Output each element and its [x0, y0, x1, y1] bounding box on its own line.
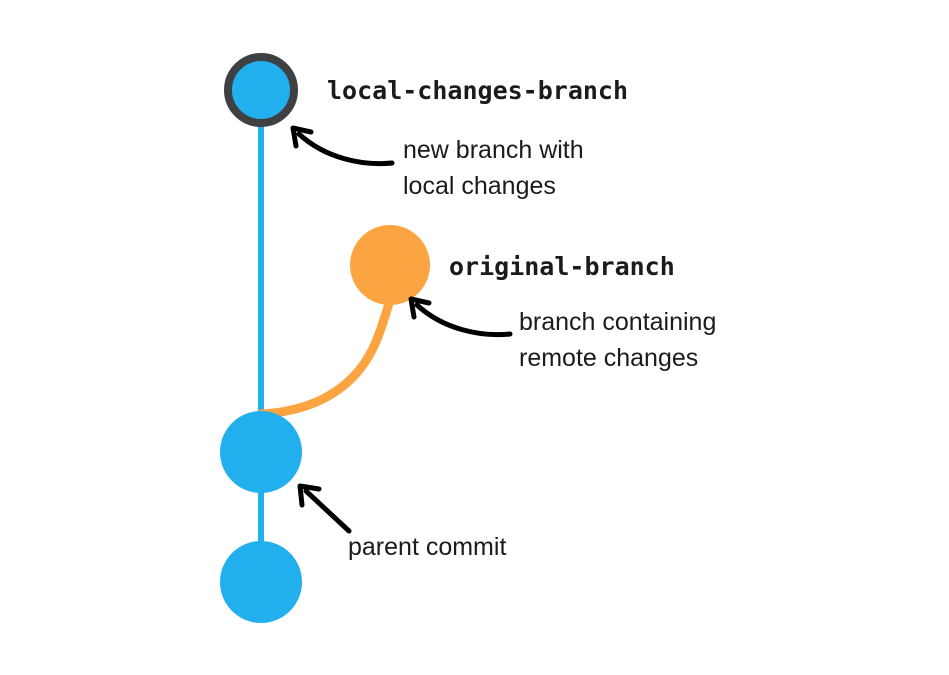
annotation-new-branch-line2: local changes [403, 172, 556, 200]
callout-arrow-new-branch [290, 125, 395, 167]
annotation-remote-branch-line1: branch containing [519, 308, 716, 336]
callout-arrow-parent-commit [297, 483, 352, 534]
local-changes-branch-head-node [224, 53, 298, 127]
callout-arrow-remote-branch [408, 296, 513, 338]
orange-branch-curve [256, 260, 395, 419]
annotation-new-branch-line1: new branch with [403, 136, 584, 164]
ancestor-commit-node [220, 541, 302, 623]
local-changes-branch-label: local-changes-branch [327, 76, 628, 105]
parent-commit-node [220, 411, 302, 493]
annotation-remote-branch-line2: remote changes [519, 344, 698, 372]
annotation-parent-commit: parent commit [348, 533, 506, 561]
original-branch-label: original-branch [449, 252, 675, 281]
original-branch-commit-node [350, 225, 430, 305]
